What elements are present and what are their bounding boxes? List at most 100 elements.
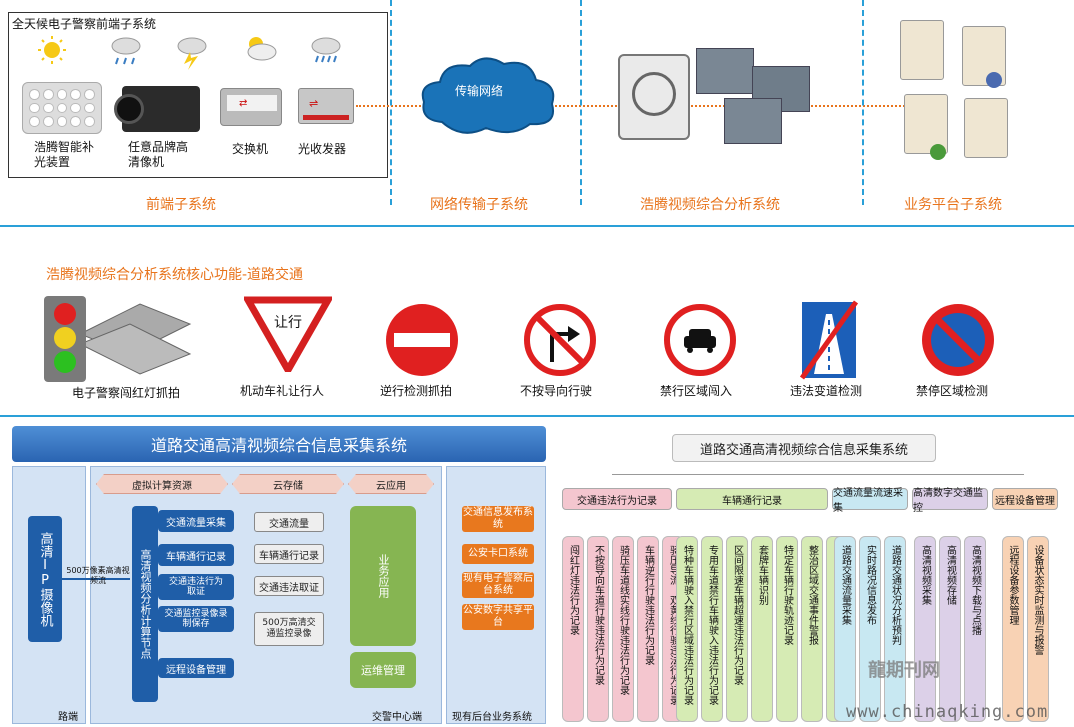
backend-checkpoint: 公安卡口系统: [462, 544, 534, 564]
category-item: 实时路况信息发布: [859, 536, 881, 722]
fill-light-icon: [22, 82, 102, 134]
compute-node-label: 高清视频分析计算节点: [139, 549, 152, 659]
rain-icon: [111, 37, 141, 65]
subsystem-frontend: 前端子系统: [146, 197, 216, 213]
arrow-cloud-storage-label: 云存储: [273, 480, 303, 492]
category-item: 闯红灯违法行为记录: [562, 536, 584, 722]
sign-label-no-parking: 禁停区域检测: [916, 384, 989, 398]
category-item: 特种车辆驶入禁行区域违法行为记录: [676, 536, 698, 722]
footer-roadside: 路端: [58, 712, 78, 723]
frontend-panel: [8, 12, 388, 178]
compute-node: 高清视频分析计算节点: [132, 506, 158, 702]
footer-center: 交警中心端: [372, 712, 422, 723]
storage-video-label: 500万高清交通监控录像: [262, 618, 316, 639]
category-header: 车辆通行记录: [676, 488, 828, 510]
function-violation-evidence-label: 交通违法行为取证: [168, 577, 223, 597]
category-item: 道路交通流量采集: [834, 536, 856, 722]
arrow-cloud-app: 云应用: [348, 474, 434, 494]
heavy-rain-icon: [311, 37, 341, 63]
watermark-url: www.chinaqking.com: [846, 702, 1049, 722]
no-turn-sign-icon: [524, 304, 596, 376]
subsystem-analysis: 浩腾视频综合分析系统: [640, 197, 780, 213]
storage-vehicle: 车辆通行记录: [254, 544, 324, 564]
analysis-server-icon: [618, 54, 690, 140]
storage-violation-label: 交通违法取证: [259, 582, 319, 594]
divider-top: [0, 225, 1074, 227]
backend-info-publish-label: 交通信息发布系统: [463, 507, 533, 530]
left-diagram-title-text: 道路交通高清视频综合信息采集系统: [150, 436, 407, 455]
category-item: 专用车道禁行车辆驶入违法行为记录: [701, 536, 723, 722]
category-item: 区间限速车辆超速违法行为记录: [726, 536, 748, 722]
category-item: 道路交通状况分析预判: [884, 536, 906, 722]
cloud-icon: [421, 57, 555, 134]
lane-change-sign-icon: [800, 300, 858, 380]
app-business: 业务应用: [350, 506, 416, 646]
storage-vehicle-label: 车辆通行记录: [259, 550, 319, 562]
switch-icon: ⇄: [220, 88, 282, 126]
category-header: 远程设备管理: [992, 488, 1058, 510]
no-parking-sign-icon: [922, 304, 994, 376]
category-item: 不按导向车道行驶违法行为记录: [587, 536, 609, 722]
category-item: 设备状态实时监测与报警: [1026, 536, 1049, 722]
hd-ip-camera: 高清IP摄像机: [28, 516, 62, 642]
rack-server-icon: [696, 48, 814, 148]
backend-info-publish: 交通信息发布系统: [462, 506, 534, 532]
function-remote-manage: 远程设备管理: [158, 658, 234, 678]
subsystem-platform: 业务平台子系统: [904, 197, 1002, 213]
thunder-icon: [177, 37, 207, 70]
separator-3: [862, 0, 864, 205]
backend-share-platform-label: 公安数字共享平台: [463, 605, 533, 628]
backend-e-police: 现有电子警察后台系统: [462, 572, 534, 598]
device-label-fill-light: 浩腾智能补光装置: [34, 140, 95, 169]
cloud-label: 传输网络: [455, 84, 504, 98]
no-entry-sign-icon: [386, 304, 458, 376]
category-item: 骑压车道线实线行驶违法行为记录: [612, 536, 634, 722]
device-label-transceiver: 光收发器: [298, 142, 347, 156]
category-item: 套牌车辆识别: [751, 536, 773, 722]
traffic-light-icon: [44, 296, 192, 382]
device-label-camera: 任意品牌高清像机: [128, 140, 189, 169]
separator-1: [390, 0, 392, 205]
camera-stream-note: 500万像素高清视频流: [66, 566, 130, 585]
function-vehicle-record-label: 车辆通行记录: [166, 551, 226, 563]
category-item: 整治区域交通事件警报: [801, 536, 823, 722]
function-remote-manage-label: 远程设备管理: [166, 664, 226, 676]
footer-backend: 现有后台业务系统: [452, 712, 532, 723]
weather-icons: [38, 36, 341, 70]
sign-label-lane-change: 违法变道检测: [790, 384, 863, 398]
app-business-label: 业务应用: [377, 554, 390, 598]
core-function-title: 浩腾视频综合分析系统核心功能-道路交通: [46, 267, 304, 283]
app-ops-label: 运维管理: [361, 664, 405, 677]
frontend-title: 全天候电子警察前端子系统: [12, 17, 157, 31]
sun-cloud-icon: [247, 37, 277, 61]
arrow-virtual-compute-label: 虚拟计算资源: [132, 480, 192, 492]
category-item: 车辆逆行行驶违法行为记录: [637, 536, 659, 722]
sign-label-red-light: 电子警察闯红灯抓拍: [72, 386, 181, 400]
sun-icon: [38, 36, 66, 64]
arrow-virtual-compute: 虚拟计算资源: [96, 474, 228, 494]
subsystem-network: 网络传输子系统: [430, 197, 528, 213]
right-diagram-title-text: 道路交通高清视频综合信息采集系统: [699, 442, 908, 458]
left-diagram-title: 道路交通高清视频综合信息采集系统: [12, 426, 546, 462]
business-servers-icon: [900, 20, 1020, 170]
backend-checkpoint-label: 公安卡口系统: [468, 548, 528, 559]
no-vehicles-sign-icon: [664, 304, 736, 376]
category-item: 远程设备参数管理: [1001, 536, 1024, 722]
storage-video: 500万高清交通监控录像: [254, 612, 324, 646]
backend-share-platform: 公安数字共享平台: [462, 604, 534, 630]
category-header: 交通流量流速采集: [832, 488, 908, 514]
optical-transceiver-icon: ⇌: [298, 88, 354, 124]
sign-label-wrong-way: 逆行检测抓拍: [380, 384, 453, 398]
yield-sign-text: 让行: [274, 315, 302, 331]
function-vehicle-record: 车辆通行记录: [158, 544, 234, 566]
category-header: 交通违法行为记录: [562, 488, 672, 510]
function-video-record: 交通监控录像录制保存: [158, 606, 234, 632]
sign-label-no-vehicles: 禁行区域闯入: [660, 384, 733, 398]
category-item: 高清视频存储: [939, 536, 961, 722]
divider-bottom: [0, 415, 1074, 417]
category-header: 高清数字交通监控: [912, 488, 988, 514]
storage-violation: 交通违法取证: [254, 576, 324, 596]
function-video-record-label: 交通监控录像录制保存: [164, 609, 228, 629]
function-violation-evidence: 交通违法行为取证: [158, 574, 234, 600]
sign-label-no-turn: 不按导向行驶: [520, 384, 593, 398]
